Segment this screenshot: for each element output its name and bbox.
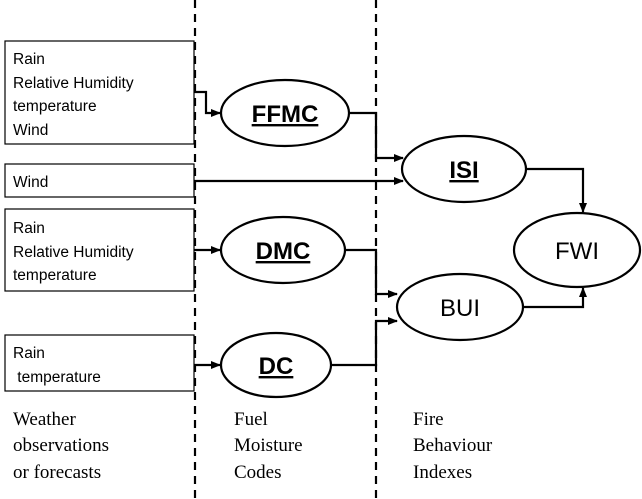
arrow-weather-to-ffmc bbox=[194, 90, 221, 117]
node-dmc-label: DMC bbox=[256, 238, 311, 265]
input-line: Relative Humidity bbox=[13, 244, 134, 261]
input-line: Relative Humidity bbox=[13, 75, 134, 92]
arrow-bui-to-fwi bbox=[523, 287, 587, 309]
input-box-3: Rain Relative Humidity temperature bbox=[4, 208, 195, 292]
input-box-1: Rain Relative Humidity temperature Wind bbox=[4, 40, 195, 145]
caption-weather: Weather observations or forecasts bbox=[13, 409, 109, 483]
caption-fire: Fire Behaviour Indexes bbox=[413, 409, 493, 483]
input-line: Rain bbox=[13, 345, 45, 362]
node-bui-label: BUI bbox=[440, 295, 480, 322]
node-dc-label: DC bbox=[259, 353, 294, 380]
caption-line: Moisture bbox=[234, 435, 303, 456]
input-line: temperature bbox=[13, 98, 97, 115]
caption-line: or forecasts bbox=[13, 462, 101, 483]
input-box-2: Wind bbox=[4, 163, 195, 198]
node-bui: BUI bbox=[395, 272, 525, 342]
input-line: Wind bbox=[13, 174, 48, 191]
node-fwi-label: FWI bbox=[555, 238, 599, 265]
arrow-isi-to-fwi bbox=[526, 167, 587, 213]
caption-line: Weather bbox=[13, 409, 76, 430]
arrow-dmc-to-bui bbox=[345, 248, 398, 298]
input-line: temperature bbox=[13, 369, 101, 386]
caption-line: Fuel bbox=[234, 409, 268, 430]
caption-line: Fire bbox=[413, 409, 444, 430]
caption-line: Codes bbox=[234, 462, 282, 483]
caption-line: Behaviour bbox=[413, 435, 493, 456]
input-line: Wind bbox=[13, 122, 48, 139]
arrow-ffmc-to-isi bbox=[349, 111, 404, 162]
caption-fuel: Fuel Moisture Codes bbox=[234, 409, 303, 483]
input-line: Rain bbox=[13, 220, 45, 237]
node-ffmc: FFMC bbox=[219, 78, 351, 148]
caption-line: observations bbox=[13, 435, 109, 456]
caption-line: Indexes bbox=[413, 462, 472, 483]
arrow-dc-to-bui bbox=[331, 317, 398, 367]
input-line: temperature bbox=[13, 267, 97, 284]
input-box-4: Rain temperature bbox=[4, 334, 195, 392]
input-line: Rain bbox=[13, 51, 45, 68]
node-isi-label: ISI bbox=[449, 157, 478, 184]
node-ffmc-label: FFMC bbox=[252, 101, 319, 128]
node-fwi: FWI bbox=[512, 211, 642, 289]
node-dc: DC bbox=[219, 331, 333, 399]
node-dmc: DMC bbox=[219, 215, 347, 285]
node-isi: ISI bbox=[400, 134, 528, 204]
